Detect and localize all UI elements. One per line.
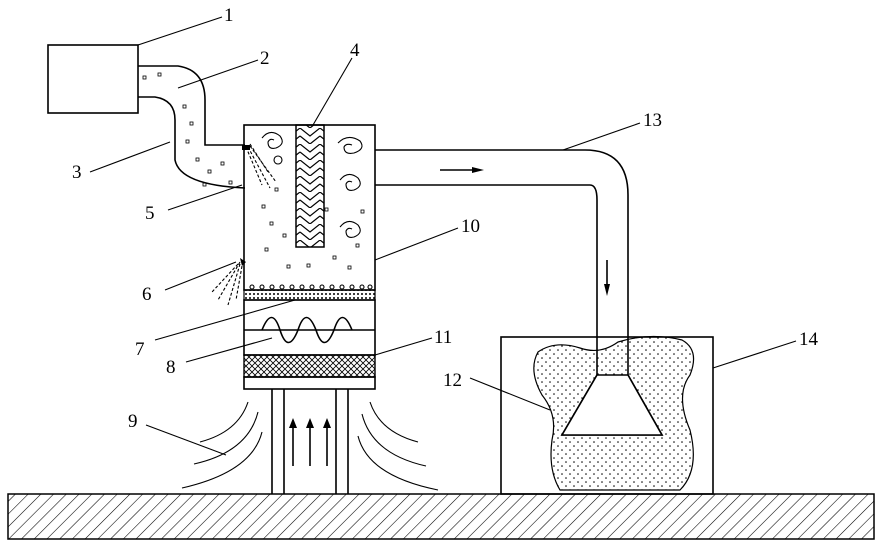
leader-lines (89, 16, 797, 456)
outlet-duct (375, 149, 629, 375)
label-4: 4 (350, 40, 360, 61)
filter-beads (249, 284, 373, 290)
spray-nozzle-upper (245, 143, 277, 189)
column-particles (261, 187, 365, 270)
nozzle-lower (240, 258, 246, 266)
airflow-curves (181, 401, 439, 491)
label-6: 6 (142, 284, 152, 305)
label-1: 1 (224, 5, 234, 26)
mesh-layer (243, 354, 376, 378)
base-plate (243, 376, 376, 390)
heating-coil (261, 316, 353, 344)
label-13: 13 (643, 110, 662, 131)
label-9: 9 (128, 411, 138, 432)
label-12: 12 (443, 370, 462, 391)
nozzle-upper (242, 145, 250, 150)
label-7: 7 (135, 339, 145, 360)
label-3: 3 (72, 162, 82, 183)
baffle (295, 124, 325, 248)
label-8: 8 (166, 357, 176, 378)
label-2: 2 (260, 48, 270, 69)
label-11: 11 (434, 327, 452, 348)
flow-arrows-up (289, 418, 331, 466)
fan-box (47, 44, 139, 114)
liquid-tank (500, 336, 714, 495)
inlet-duct (138, 65, 246, 189)
spray-nozzle-lower (211, 261, 243, 306)
ground (7, 493, 875, 540)
label-10: 10 (461, 216, 480, 237)
outlet-flow-arrows (440, 167, 610, 296)
inlet-channel (271, 389, 349, 494)
swirl-marks (261, 131, 363, 238)
filter-layer (243, 289, 376, 301)
duct-particles (142, 72, 233, 187)
label-14: 14 (799, 329, 819, 350)
label-5: 5 (145, 203, 155, 224)
